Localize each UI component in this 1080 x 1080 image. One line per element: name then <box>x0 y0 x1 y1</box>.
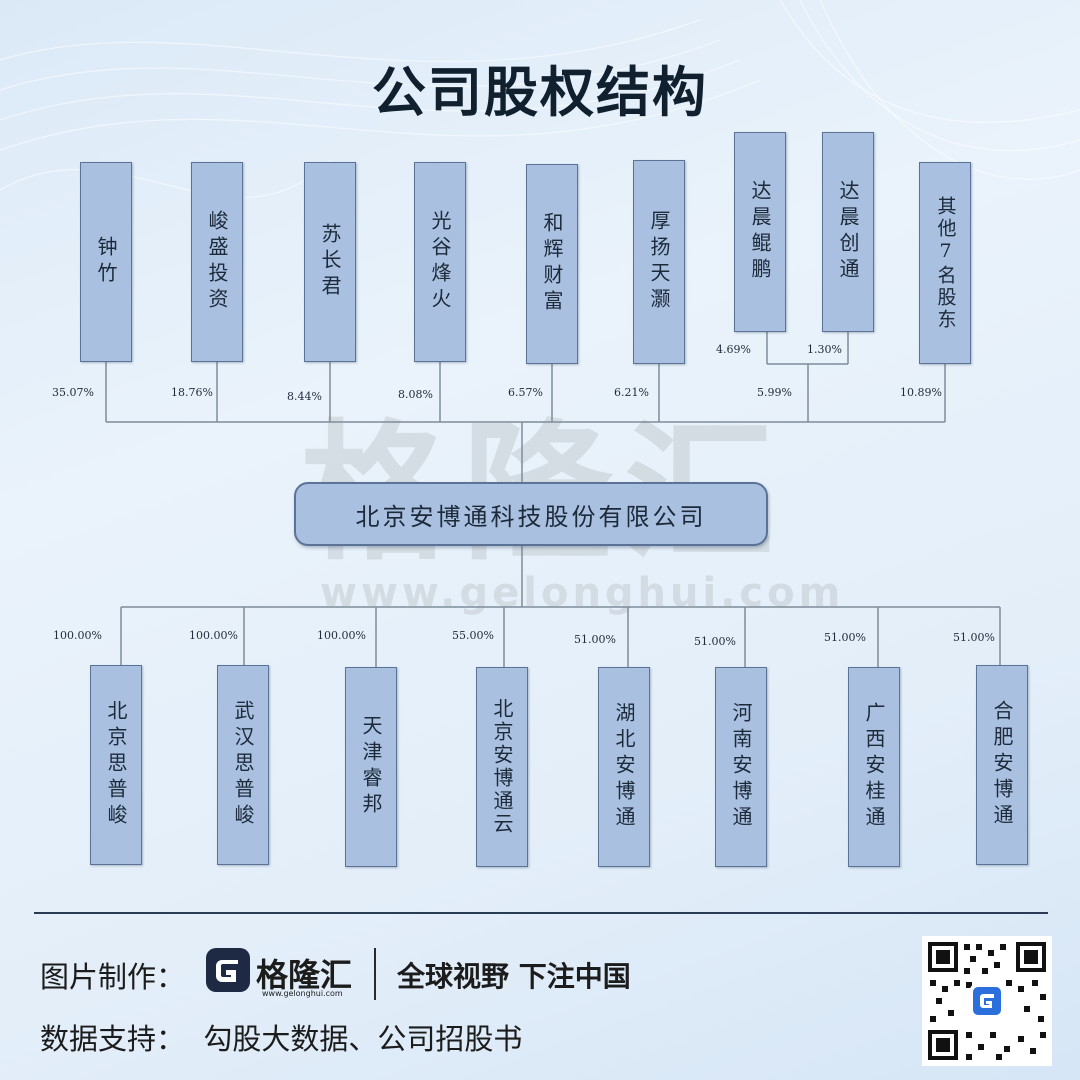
subsidiary-pct: 51.00% <box>824 631 866 644</box>
subsidiary-box-beijing-anbotong-yun: 北京安博通云 <box>476 667 528 867</box>
subsidiary-name: 合肥安博通 <box>990 700 1014 830</box>
subsidiary-pct: 100.00% <box>317 629 366 642</box>
subsidiary-pct: 51.00% <box>574 633 616 646</box>
shareholder-name: 峻盛投资 <box>205 210 229 314</box>
subsidiary-name: 天津睿邦 <box>359 715 383 819</box>
subsidiary-name: 湖北安博通 <box>612 702 636 832</box>
subsidiary-box-henan-anbotong: 河南安博通 <box>715 667 767 867</box>
subsidiary-box-guangxi-anguitong: 广西安桂通 <box>848 667 900 867</box>
shareholder-pct: 4.69% <box>716 343 751 356</box>
shareholder-pct: 18.76% <box>171 386 213 399</box>
credit-label: 图片制作： <box>40 960 186 994</box>
shareholder-pct: 1.30% <box>807 343 842 356</box>
shareholder-box-dachen-chuangtong: 达晨创通 <box>822 132 874 332</box>
subsidiary-pct: 51.00% <box>953 631 995 644</box>
shareholder-pct: 8.08% <box>398 388 433 401</box>
subsidiary-pct: 55.00% <box>452 629 494 642</box>
subsidiary-box-wuhan-sipujun: 武汉思普峻 <box>217 665 269 865</box>
subsidiary-name: 北京思普峻 <box>104 700 128 830</box>
subsidiary-box-hubei-anbotong: 湖北安博通 <box>598 667 650 867</box>
subsidiary-box-beijing-sipujun: 北京思普峻 <box>90 665 142 865</box>
slogan: 全球视野 下注中国 <box>397 960 631 993</box>
shareholder-box-dachen-kunpeng: 达晨鲲鹏 <box>734 132 786 332</box>
shareholder-pct: 6.57% <box>508 386 543 399</box>
shareholder-box-zhongzhu: 钟竹 <box>80 162 132 362</box>
shareholder-name: 和辉财富 <box>540 212 564 316</box>
subsidiary-box-hefei-anbotong: 合肥安博通 <box>976 665 1028 865</box>
shareholder-box-others: 其他7名股东 <box>919 162 971 364</box>
logo-separator <box>374 948 376 1000</box>
shareholder-pct: 6.21% <box>614 386 649 399</box>
shareholder-name: 光谷烽火 <box>428 210 452 314</box>
logo-text: 格隆汇 <box>256 956 353 994</box>
subsidiary-name: 武汉思普峻 <box>231 700 255 830</box>
subsidiary-pct: 51.00% <box>694 635 736 648</box>
company-box: 北京安博通科技股份有限公司 <box>294 482 768 546</box>
shareholder-name: 厚扬天灏 <box>647 210 671 314</box>
shareholder-name: 达晨鲲鹏 <box>748 180 772 284</box>
shareholder-pct: 8.44% <box>287 390 322 403</box>
qr-code-icon <box>922 936 1052 1066</box>
logo-url: www.gelonghui.com <box>262 989 343 998</box>
shareholder-pct: 35.07% <box>52 386 94 399</box>
subsidiary-pct: 100.00% <box>53 629 102 642</box>
shareholder-name: 达晨创通 <box>836 180 860 284</box>
shareholder-name: 其他7名股东 <box>934 195 957 331</box>
dachen-combined-pct: 5.99% <box>757 386 792 399</box>
subsidiary-name: 广西安桂通 <box>862 702 886 832</box>
page-title: 公司股权结构 <box>372 61 708 124</box>
shareholder-pct: 10.89% <box>900 386 942 399</box>
subsidiary-name: 河南安博通 <box>729 702 753 832</box>
shareholder-box-guanggu: 光谷烽火 <box>414 162 466 362</box>
shareholder-box-suchangjun: 苏长君 <box>304 162 356 362</box>
shareholder-box-houyang: 厚扬天灏 <box>633 160 685 364</box>
subsidiary-box-tianjin-ruibang: 天津睿邦 <box>345 667 397 867</box>
subsidiary-name: 北京安博通云 <box>490 698 514 836</box>
shareholder-box-junsheng: 峻盛投资 <box>191 162 243 362</box>
subsidiary-pct: 100.00% <box>189 629 238 642</box>
footer-divider <box>34 912 1048 914</box>
shareholder-name: 苏长君 <box>318 223 342 301</box>
gelonghui-logo-icon <box>206 948 250 992</box>
shareholder-name: 钟竹 <box>94 236 118 288</box>
watermark-url: www.gelonghui.com <box>320 570 845 616</box>
shareholder-box-hehui: 和辉财富 <box>526 164 578 364</box>
source-label: 数据支持： 勾股大数据、公司招股书 <box>40 1022 523 1056</box>
